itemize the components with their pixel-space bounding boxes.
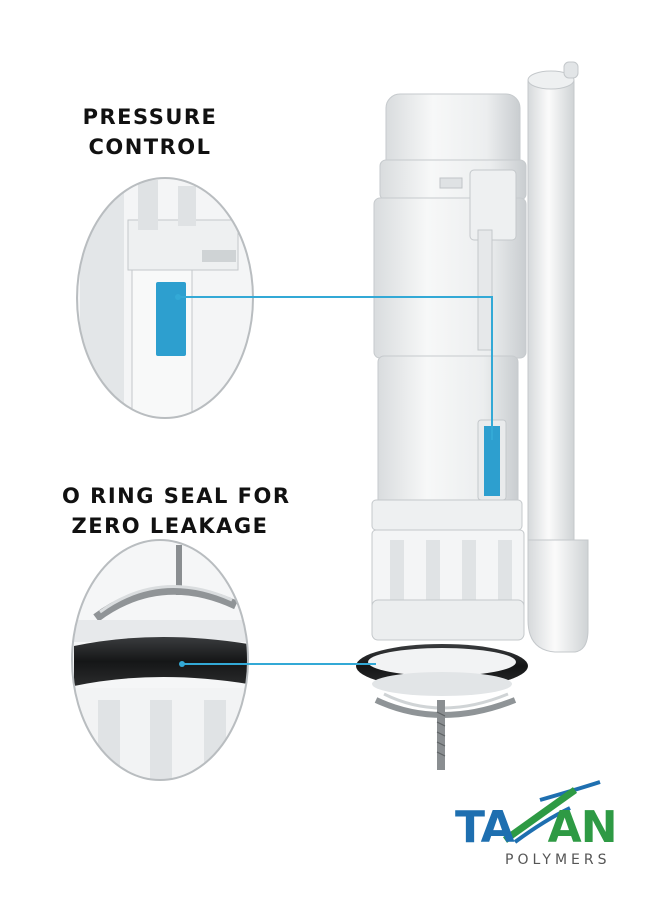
o-ring-seal-line1: O RING SEAL FOR bbox=[62, 484, 291, 508]
flush-valve-body bbox=[371, 93, 527, 641]
o-ring-seal-label: O RING SEAL FOR ZERO LEAKAGE bbox=[62, 481, 291, 541]
brand-swoosh-icon bbox=[502, 780, 601, 844]
leader-dot-bottom bbox=[179, 661, 185, 667]
callout-leader-lines bbox=[176, 296, 493, 665]
brand-name-part2: AN bbox=[547, 802, 618, 853]
pressure-control-line1: PRESSURE bbox=[82, 105, 218, 129]
pressure-control-label: PRESSURE CONTROL bbox=[80, 102, 220, 162]
pressure-control-line2: CONTROL bbox=[88, 135, 212, 159]
brand-name: TA AN bbox=[455, 802, 618, 853]
leader-dot-top bbox=[175, 294, 181, 300]
overflow-tube bbox=[527, 61, 589, 653]
bottom-clip bbox=[374, 692, 517, 770]
o-ring-seal bbox=[356, 644, 528, 696]
brand-name-part1: TA bbox=[455, 802, 515, 853]
pressure-control-zoom bbox=[76, 177, 254, 419]
o-ring-zoom bbox=[71, 539, 249, 781]
taxan-logo: TA AN POLYMERS bbox=[455, 780, 645, 875]
o-ring-seal-line2: ZERO LEAKAGE bbox=[71, 514, 269, 538]
brand-tagline: POLYMERS bbox=[505, 852, 611, 868]
